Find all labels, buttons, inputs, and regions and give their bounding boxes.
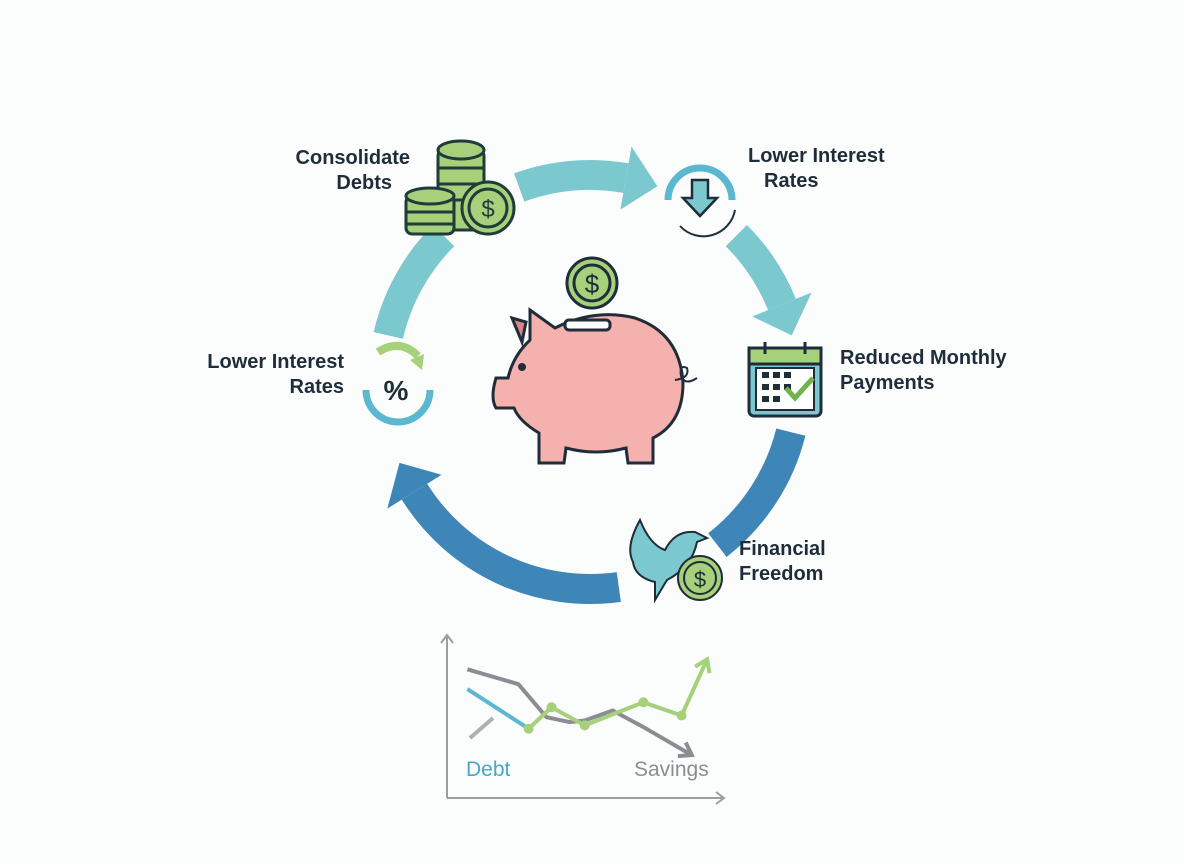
debt-savings-chart (440, 633, 726, 805)
chart-stray-mark (468, 716, 495, 740)
chart-label-debt: Debt (466, 758, 511, 781)
label-line: Consolidate (295, 147, 410, 169)
series-arrowhead-growth (694, 656, 712, 674)
step-label-lower-rates-top: Lower Interest Rates (748, 144, 885, 194)
step-label-consolidate: Consolidate Debts (262, 146, 410, 196)
svg-text:$: $ (694, 567, 706, 592)
series-line-debt (466, 687, 530, 731)
data-point (523, 723, 534, 734)
series-arrowhead-savings (677, 741, 695, 759)
arrow-rates-to-consolidate (373, 225, 455, 340)
label-line: Payments (840, 372, 935, 394)
chart-label-savings: Savings (634, 758, 709, 781)
svg-text:$: $ (585, 269, 600, 299)
down-arrow-cycle-icon (664, 164, 736, 238)
arrow-freedom-to-rates-head (387, 462, 442, 509)
arrow-payments-to-freedom (707, 428, 806, 557)
label-line: Lower Interest (207, 351, 344, 373)
label-line: Freedom (739, 563, 824, 585)
svg-text:%: % (384, 375, 409, 406)
arrow-freedom-to-rates (401, 483, 621, 604)
data-point (546, 702, 557, 713)
arrow-rates-to-payments (725, 225, 796, 311)
label-line: Reduced Monthly (840, 347, 1007, 369)
arrow-rates-to-payments-head (752, 292, 812, 336)
series-line-growth (527, 658, 709, 731)
coin-stack-icon: $ (404, 139, 516, 236)
piggy-bank-icon: $ (491, 256, 698, 465)
label-line: Rates (289, 376, 344, 398)
percent-cycle-icon: % (362, 342, 434, 426)
label-line: Lower Interest (748, 145, 885, 167)
chart-axes (440, 633, 726, 805)
arrow-consolidate-to-rates-head (620, 146, 658, 210)
cycle-arrows (373, 146, 812, 604)
bird-coin-icon: $ (629, 517, 723, 604)
label-line: Rates (764, 170, 819, 192)
data-point (579, 720, 590, 731)
data-point (676, 710, 687, 721)
data-point (638, 697, 649, 708)
label-line: Financial (739, 538, 826, 560)
step-label-financial-freedom: Financial Freedom (739, 537, 826, 587)
arrow-consolidate-to-rates (514, 160, 629, 202)
step-label-reduced-payments: Reduced Monthly Payments (840, 346, 1007, 396)
label-line: Debts (336, 172, 392, 194)
svg-text:$: $ (481, 196, 494, 223)
calendar-check-icon (747, 342, 823, 418)
step-label-lower-rates-left: Lower Interest Rates (184, 350, 344, 400)
